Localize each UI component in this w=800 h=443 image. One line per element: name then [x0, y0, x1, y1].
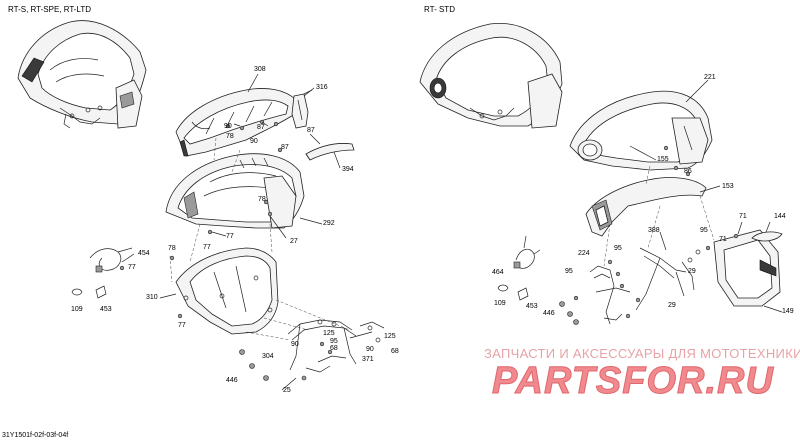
label-446-left: 446	[226, 377, 238, 384]
label-394: 394	[342, 166, 354, 173]
part-310-liner	[175, 247, 279, 335]
label-71: 71	[739, 213, 747, 220]
label-221: 221	[704, 74, 716, 81]
label-316: 316	[316, 84, 328, 91]
part-109-clip-left	[71, 288, 83, 296]
label-454: 454	[138, 250, 150, 257]
cable-454	[89, 247, 133, 273]
part-153-liner	[585, 177, 707, 237]
label-77-d: 77	[178, 322, 186, 329]
cable-464	[513, 235, 541, 269]
label-308: 308	[254, 66, 266, 73]
label-153: 153	[722, 183, 734, 190]
part-224-bracket	[589, 265, 631, 325]
support-bracket-left	[287, 319, 385, 373]
label-29-b: 29	[668, 302, 676, 309]
label-149: 149	[782, 308, 794, 315]
dashed-lines-left	[169, 137, 351, 341]
label-95: 95	[330, 338, 338, 345]
label-78-b: 78	[258, 196, 266, 203]
label-464: 464	[492, 269, 504, 276]
dashed-lines-right	[603, 165, 715, 267]
leader-lines-right	[629, 79, 783, 313]
label-95-r1: 95	[700, 227, 708, 234]
fasteners-left	[119, 119, 333, 381]
fasteners-right	[559, 145, 739, 325]
label-155: 155	[657, 156, 669, 163]
part-149-cover	[713, 229, 781, 307]
part-388-bracket	[635, 247, 701, 311]
label-371: 371	[362, 356, 374, 363]
label-77-b: 77	[203, 244, 211, 251]
label-29: 29	[688, 268, 696, 275]
label-310: 310	[146, 294, 158, 301]
label-71-b: 71	[719, 236, 727, 243]
label-453-right: 453	[526, 303, 538, 310]
label-25: 25	[283, 387, 291, 394]
part-308-lid	[175, 88, 299, 157]
label-90: 90	[224, 123, 232, 130]
label-86: 86	[684, 168, 692, 175]
leader-lines-left	[121, 73, 373, 391]
label-78: 78	[226, 133, 234, 140]
label-125-b: 125	[384, 333, 396, 340]
label-224: 224	[578, 250, 590, 257]
header-left-models: RT-S, RT-SPE, RT-LTD	[8, 5, 91, 14]
label-95-r2: 95	[614, 245, 622, 252]
part-221-lid	[569, 90, 713, 171]
label-77: 77	[226, 233, 234, 240]
label-77-c: 77	[128, 264, 136, 271]
label-90-d: 90	[366, 346, 374, 353]
label-90-c: 90	[291, 341, 299, 348]
part-292-lid-outer	[165, 153, 305, 229]
label-109-right: 109	[494, 300, 506, 307]
part-453-clip-right	[517, 287, 529, 301]
label-87-b: 87	[307, 127, 315, 134]
label-90-b: 90	[250, 138, 258, 145]
header-right-models: RT- STD	[424, 5, 455, 14]
part-316-hinge	[291, 89, 313, 129]
saddlebag-assembly-right	[419, 22, 563, 129]
label-87: 87	[257, 124, 265, 131]
part-394-strip	[305, 143, 355, 161]
diagram-code: 31Y1501f-02f-03f-04f	[2, 432, 69, 439]
part-453-clip-left	[95, 285, 107, 299]
label-95-r3: 95	[565, 268, 573, 275]
part-144-lens	[751, 231, 783, 242]
label-446-right: 446	[543, 310, 555, 317]
label-453-left: 453	[100, 306, 112, 313]
label-292: 292	[323, 220, 335, 227]
label-78-c: 78	[168, 245, 176, 252]
label-144: 144	[774, 213, 786, 220]
label-68: 68	[330, 345, 338, 352]
watermark-logo: PARTSFOR.RU	[492, 360, 774, 403]
label-27: 27	[290, 238, 298, 245]
part-109-clip-right	[497, 284, 509, 292]
label-388: 388	[648, 227, 660, 234]
label-304: 304	[262, 353, 274, 360]
label-109-left: 109	[71, 306, 83, 313]
watermark-tagline: ЗАПЧАСТИ И АКСЕССУАРЫ ДЛЯ МОТОТЕХНИКИ	[484, 346, 800, 361]
label-125: 125	[323, 330, 335, 337]
label-68-b: 68	[391, 348, 399, 355]
label-87-c: 87	[281, 144, 289, 151]
saddlebag-assembly-left	[17, 20, 147, 129]
